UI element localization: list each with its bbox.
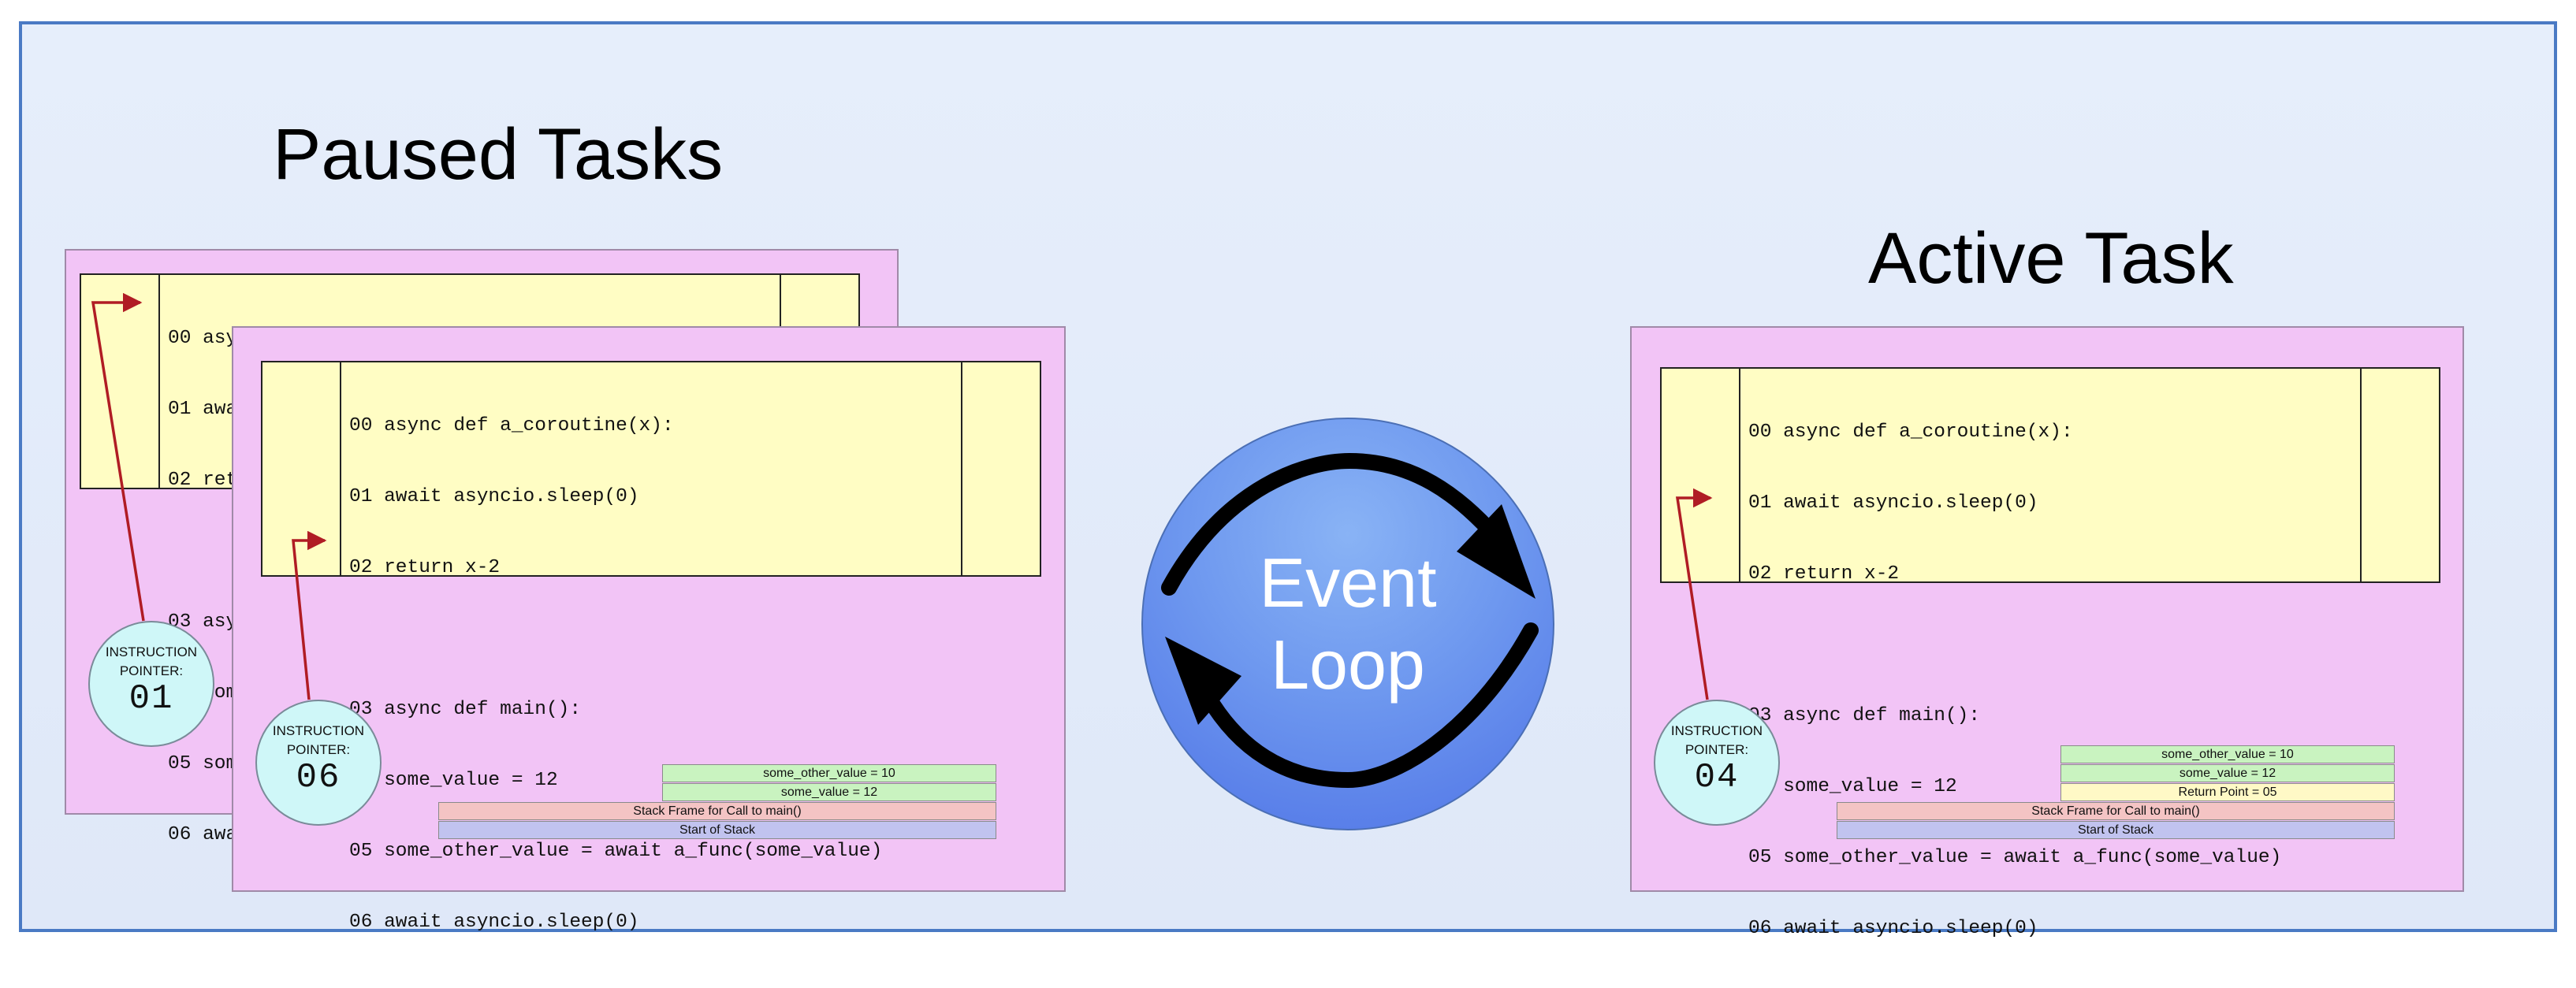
code-line: 03 asy xyxy=(168,611,238,633)
code-right-gutter xyxy=(961,362,1040,575)
code-line xyxy=(1748,633,2281,657)
code-gutter xyxy=(81,275,160,488)
code-line: 01 await asyncio.sleep(0) xyxy=(1748,492,2038,514)
stack-entry: some_other_value = 10 xyxy=(662,764,996,782)
stack-entry: some_other_value = 10 xyxy=(2060,745,2395,763)
code-line: 06 await asyncio.sleep(0) xyxy=(349,912,639,933)
code-line: 06 await asyncio.sleep(0) xyxy=(1748,918,2038,939)
instruction-pointer-value: 04 xyxy=(1694,758,1740,797)
code-line: 05 some_other_value = await a_func(some_… xyxy=(349,841,883,862)
code-line: 03 async def main(): xyxy=(349,699,582,720)
active-task: 00 async def a_coroutine(x): 01 await as… xyxy=(1630,326,2464,939)
code-line: 02 ret xyxy=(168,470,238,491)
code-line: 02 return x-2 xyxy=(1748,563,1900,585)
code-line: 00 async def a_coroutine(x): xyxy=(1748,422,2073,443)
instruction-pointer-value: 01 xyxy=(128,679,174,719)
event-loop-label: Event Loop xyxy=(1259,544,1437,704)
paused-task-front: 00 async def a_coroutine(x): 01 await as… xyxy=(232,326,1066,933)
code-line: 06 awa xyxy=(168,824,238,845)
code-right-gutter xyxy=(2360,369,2439,581)
code-line: 01 await asyncio.sleep(0) xyxy=(349,486,639,507)
code-line xyxy=(349,627,882,651)
return-point-entry: Return Point = 05 xyxy=(2060,783,2395,801)
code-listing: 00 async def a_coroutine(x): 01 await as… xyxy=(261,361,1041,933)
stack-entry: some_value = 12 xyxy=(662,783,996,801)
instruction-pointer-value: 06 xyxy=(296,758,341,797)
stack-frame-entry: Stack Frame for Call to main() xyxy=(1837,802,2395,820)
code-line: 05 some_other_value = await a_func(some_… xyxy=(1748,847,2282,868)
active-task-heading: Active Task xyxy=(1868,218,2234,299)
code-listing: 00 async def a_coroutine(x): 01 await as… xyxy=(1660,367,2440,939)
paused-tasks-heading: Paused Tasks xyxy=(273,114,724,195)
code-line: 00 async def a_coroutine(x): xyxy=(349,415,674,436)
code-gutter xyxy=(262,362,341,575)
code-line: 05 som xyxy=(168,753,238,774)
code-lines: 00 async def a_coroutine(x): 01 await as… xyxy=(1748,373,2281,988)
code-line: 02 return x-2 xyxy=(349,557,501,578)
code-lines: 00 async def a_coroutine(x): 01 await as… xyxy=(349,367,882,982)
code-gutter xyxy=(1662,369,1740,581)
stack-start-entry: Start of Stack xyxy=(438,821,996,839)
stack-start-entry: Start of Stack xyxy=(1837,821,2395,839)
code-line: 03 async def main(): xyxy=(1748,705,1981,726)
stack-entry: some_value = 12 xyxy=(2060,764,2395,782)
stack-frame-entry: Stack Frame for Call to main() xyxy=(438,802,996,820)
